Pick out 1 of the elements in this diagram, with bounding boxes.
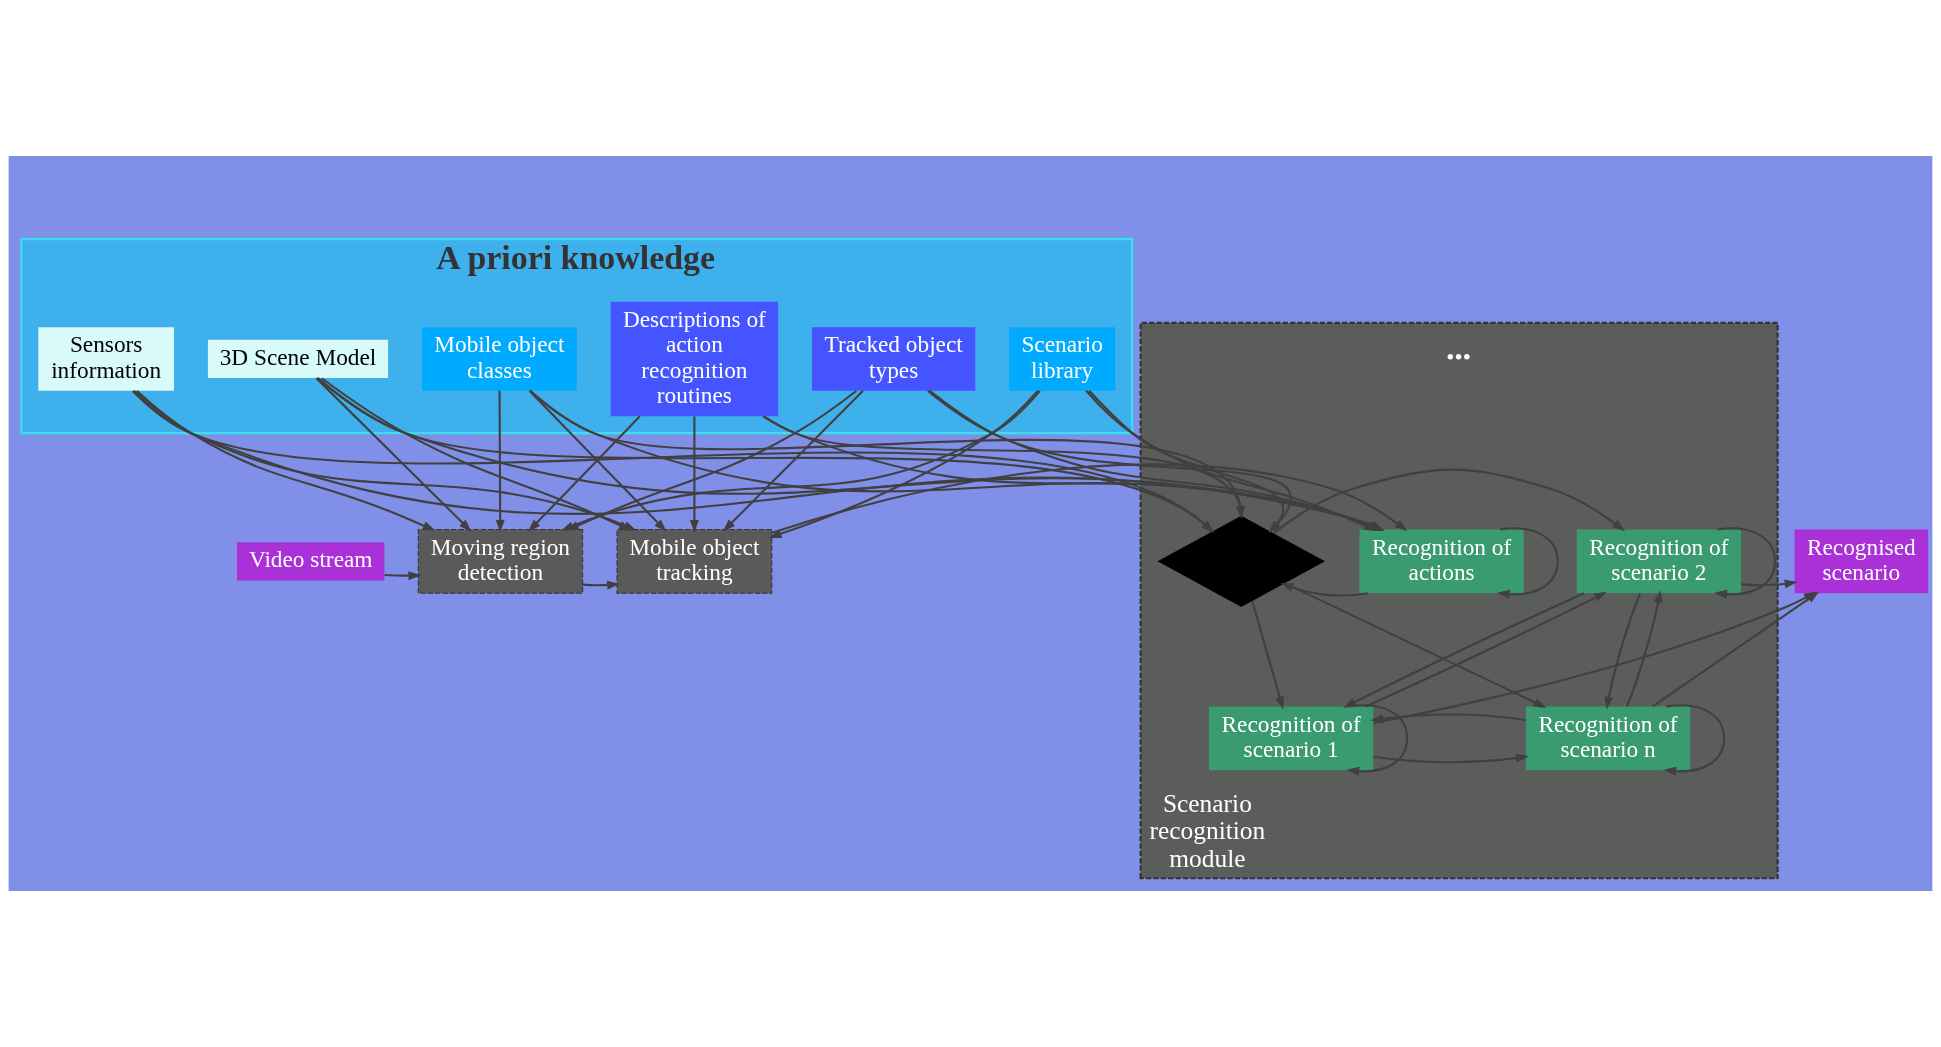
label: ••• (1446, 343, 1471, 370)
